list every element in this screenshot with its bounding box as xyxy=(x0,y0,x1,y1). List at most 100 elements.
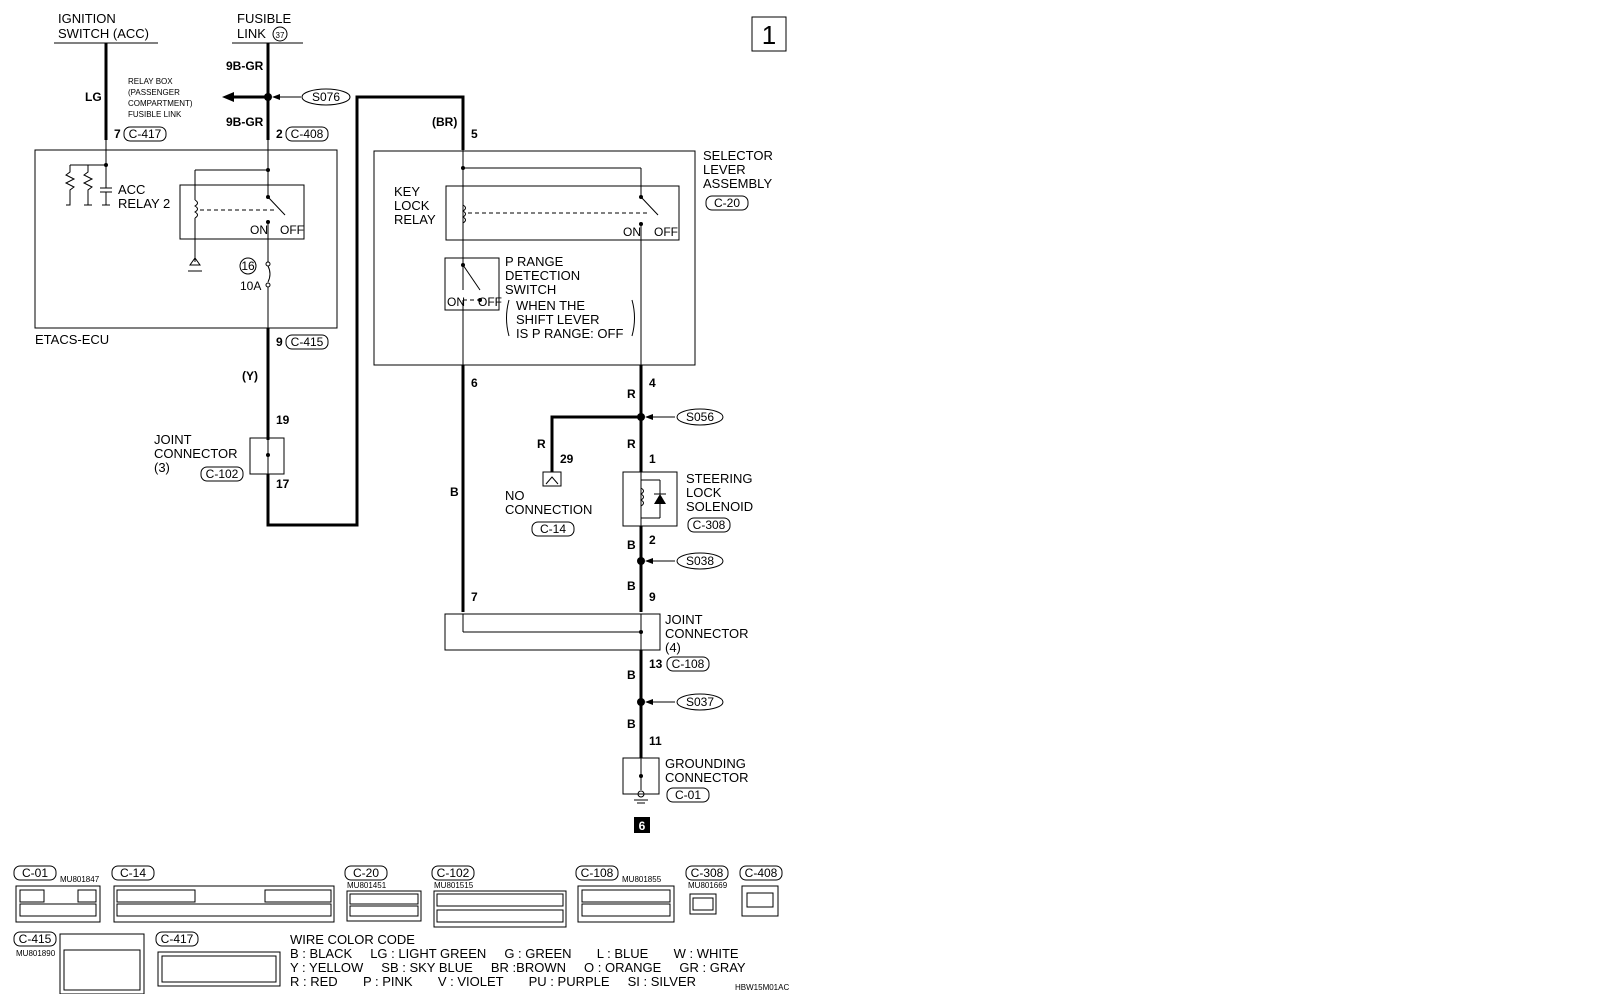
fusible-link-number: 37 xyxy=(276,31,285,40)
joint-connector-4-label-1: JOINT xyxy=(665,612,703,627)
pin-4: 4 xyxy=(649,376,656,390)
joint-connector-3-label-2: CONNECTOR xyxy=(154,446,238,461)
key-lock-relay-box xyxy=(445,185,680,241)
p-range-off: OFF xyxy=(478,295,502,309)
pin-6: 6 xyxy=(471,376,478,390)
svg-text:C-415: C-415 xyxy=(19,932,52,946)
pin-2b: 2 xyxy=(649,533,656,547)
key-lock-relay-label-3: RELAY xyxy=(394,212,436,227)
grounding-connector-label-2: CONNECTOR xyxy=(665,770,749,785)
no-connection-label-1: NO xyxy=(505,488,525,503)
joint-connector-4-box xyxy=(444,613,661,651)
wire-lg: LG xyxy=(85,90,102,104)
fusible-link-label-1: FUSIBLE xyxy=(237,11,292,26)
acc-relay-on: ON xyxy=(250,223,268,237)
ignition-switch-label-2: SWITCH (ACC) xyxy=(58,26,149,41)
wire-b-2: B xyxy=(627,579,636,593)
joint-connector-4-label-2: CONNECTOR xyxy=(665,626,749,641)
acc-relay-box xyxy=(179,184,305,240)
key-lock-on: ON xyxy=(623,225,641,239)
svg-text:MU801451: MU801451 xyxy=(347,881,387,890)
wire-b-1: B xyxy=(627,538,636,552)
key-lock-relay-label-1: KEY xyxy=(394,184,420,199)
fusible-link-label-2: LINK xyxy=(237,26,266,41)
steering-lock-label-1: STEERING xyxy=(686,471,752,486)
wire-br: (BR) xyxy=(432,115,457,129)
pin-2: 2 xyxy=(276,127,283,141)
svg-text:C-408: C-408 xyxy=(745,866,778,880)
legend-row-1: B : BLACK LG : LIGHT GREEN G : GREEN L :… xyxy=(290,946,739,961)
svg-text:MU801890: MU801890 xyxy=(16,949,56,958)
fuse-rating: 10A xyxy=(240,279,261,293)
wire-r-1: R xyxy=(627,387,636,401)
wire-b-left: B xyxy=(450,485,459,499)
splice-s037: S037 xyxy=(686,695,714,709)
connector-c408: C-408 xyxy=(291,127,324,141)
selector-lever-box xyxy=(373,150,696,366)
no-connection-label-2: CONNECTION xyxy=(505,502,592,517)
ignition-switch-label-1: IGNITION xyxy=(58,11,116,26)
etacs-ecu-label: ETACS-ECU xyxy=(35,332,109,347)
legend-title: WIRE COLOR CODE xyxy=(290,932,415,947)
connector-c01: C-01 xyxy=(675,788,701,802)
splice-s038: S038 xyxy=(686,554,714,568)
svg-text:C-417: C-417 xyxy=(161,932,194,946)
wire-r-2: R xyxy=(537,437,546,451)
key-lock-off: OFF xyxy=(654,225,678,239)
connector-c415: C-415 xyxy=(291,335,324,349)
ground-ref: 6 xyxy=(639,819,646,833)
pin-11: 11 xyxy=(649,734,662,748)
steering-lock-box xyxy=(622,471,678,527)
joint-connector-3-label-3: (3) xyxy=(154,460,170,475)
svg-text:MU801855: MU801855 xyxy=(622,875,662,884)
p-range-note-2: SHIFT LEVER xyxy=(516,312,600,327)
grounding-connector-label-1: GROUNDING xyxy=(665,756,746,771)
splice-s076: S076 xyxy=(312,90,340,104)
steering-lock-label-2: LOCK xyxy=(686,485,722,500)
connector-view-c308: C-308 MU801669 xyxy=(685,865,729,915)
pin-1: 1 xyxy=(649,452,656,466)
acc-relay-off: OFF xyxy=(280,223,304,237)
p-range-note-3: IS P RANGE: OFF xyxy=(516,326,623,341)
connector-c102: C-102 xyxy=(206,467,239,481)
svg-text:C-102: C-102 xyxy=(437,866,470,880)
connector-view-c415: C-415 MU801890 xyxy=(13,931,145,994)
selector-lever-label-1: SELECTOR xyxy=(703,148,773,163)
wire-b-4: B xyxy=(627,717,636,731)
legend-row-3: R : RED P : PINK V : VIOLET PU : PURPLE … xyxy=(290,974,696,989)
svg-text:MU801847: MU801847 xyxy=(60,875,100,884)
wire-9b-gr-2: 9B-GR xyxy=(226,115,264,129)
p-range-label-3: SWITCH xyxy=(505,282,556,297)
wire-y: (Y) xyxy=(242,369,258,383)
p-range-note-1: WHEN THE xyxy=(516,298,585,313)
selector-lever-label-2: LEVER xyxy=(703,162,746,177)
wire-9b-gr-1: 9B-GR xyxy=(226,59,264,73)
svg-text:C-308: C-308 xyxy=(691,866,724,880)
connector-view-c102: C-102 MU801515 xyxy=(431,865,567,928)
connector-c308: C-308 xyxy=(693,518,726,532)
connector-view-c417: C-417 xyxy=(155,931,281,987)
connector-view-c408: C-408 xyxy=(739,865,783,917)
p-range-switch-box xyxy=(444,257,500,311)
svg-text:C-20: C-20 xyxy=(353,866,379,880)
connector-c417: C-417 xyxy=(129,127,162,141)
joint-connector-3-label-1: JOINT xyxy=(154,432,192,447)
splice-s056: S056 xyxy=(686,410,714,424)
relay-box-label-2: (PASSENGER xyxy=(128,88,180,97)
fuse-number: 16 xyxy=(241,259,255,273)
p-range-label-2: DETECTION xyxy=(505,268,580,283)
acc-relay-label-1: ACC xyxy=(118,182,145,197)
svg-text:C-01: C-01 xyxy=(22,866,48,880)
pin-7: 7 xyxy=(114,127,121,141)
ground-ref-box xyxy=(634,817,650,833)
connector-c14: C-14 xyxy=(540,522,566,536)
pin-29: 29 xyxy=(560,452,574,466)
connector-view-c01: C-01 MU801847 xyxy=(13,865,101,923)
pin-19: 19 xyxy=(276,413,290,427)
pin-7b: 7 xyxy=(471,590,478,604)
svg-text:C-14: C-14 xyxy=(120,866,146,880)
wire-b-3: B xyxy=(627,668,636,682)
etacs-ecu-box xyxy=(34,149,338,329)
key-lock-relay-label-2: LOCK xyxy=(394,198,430,213)
